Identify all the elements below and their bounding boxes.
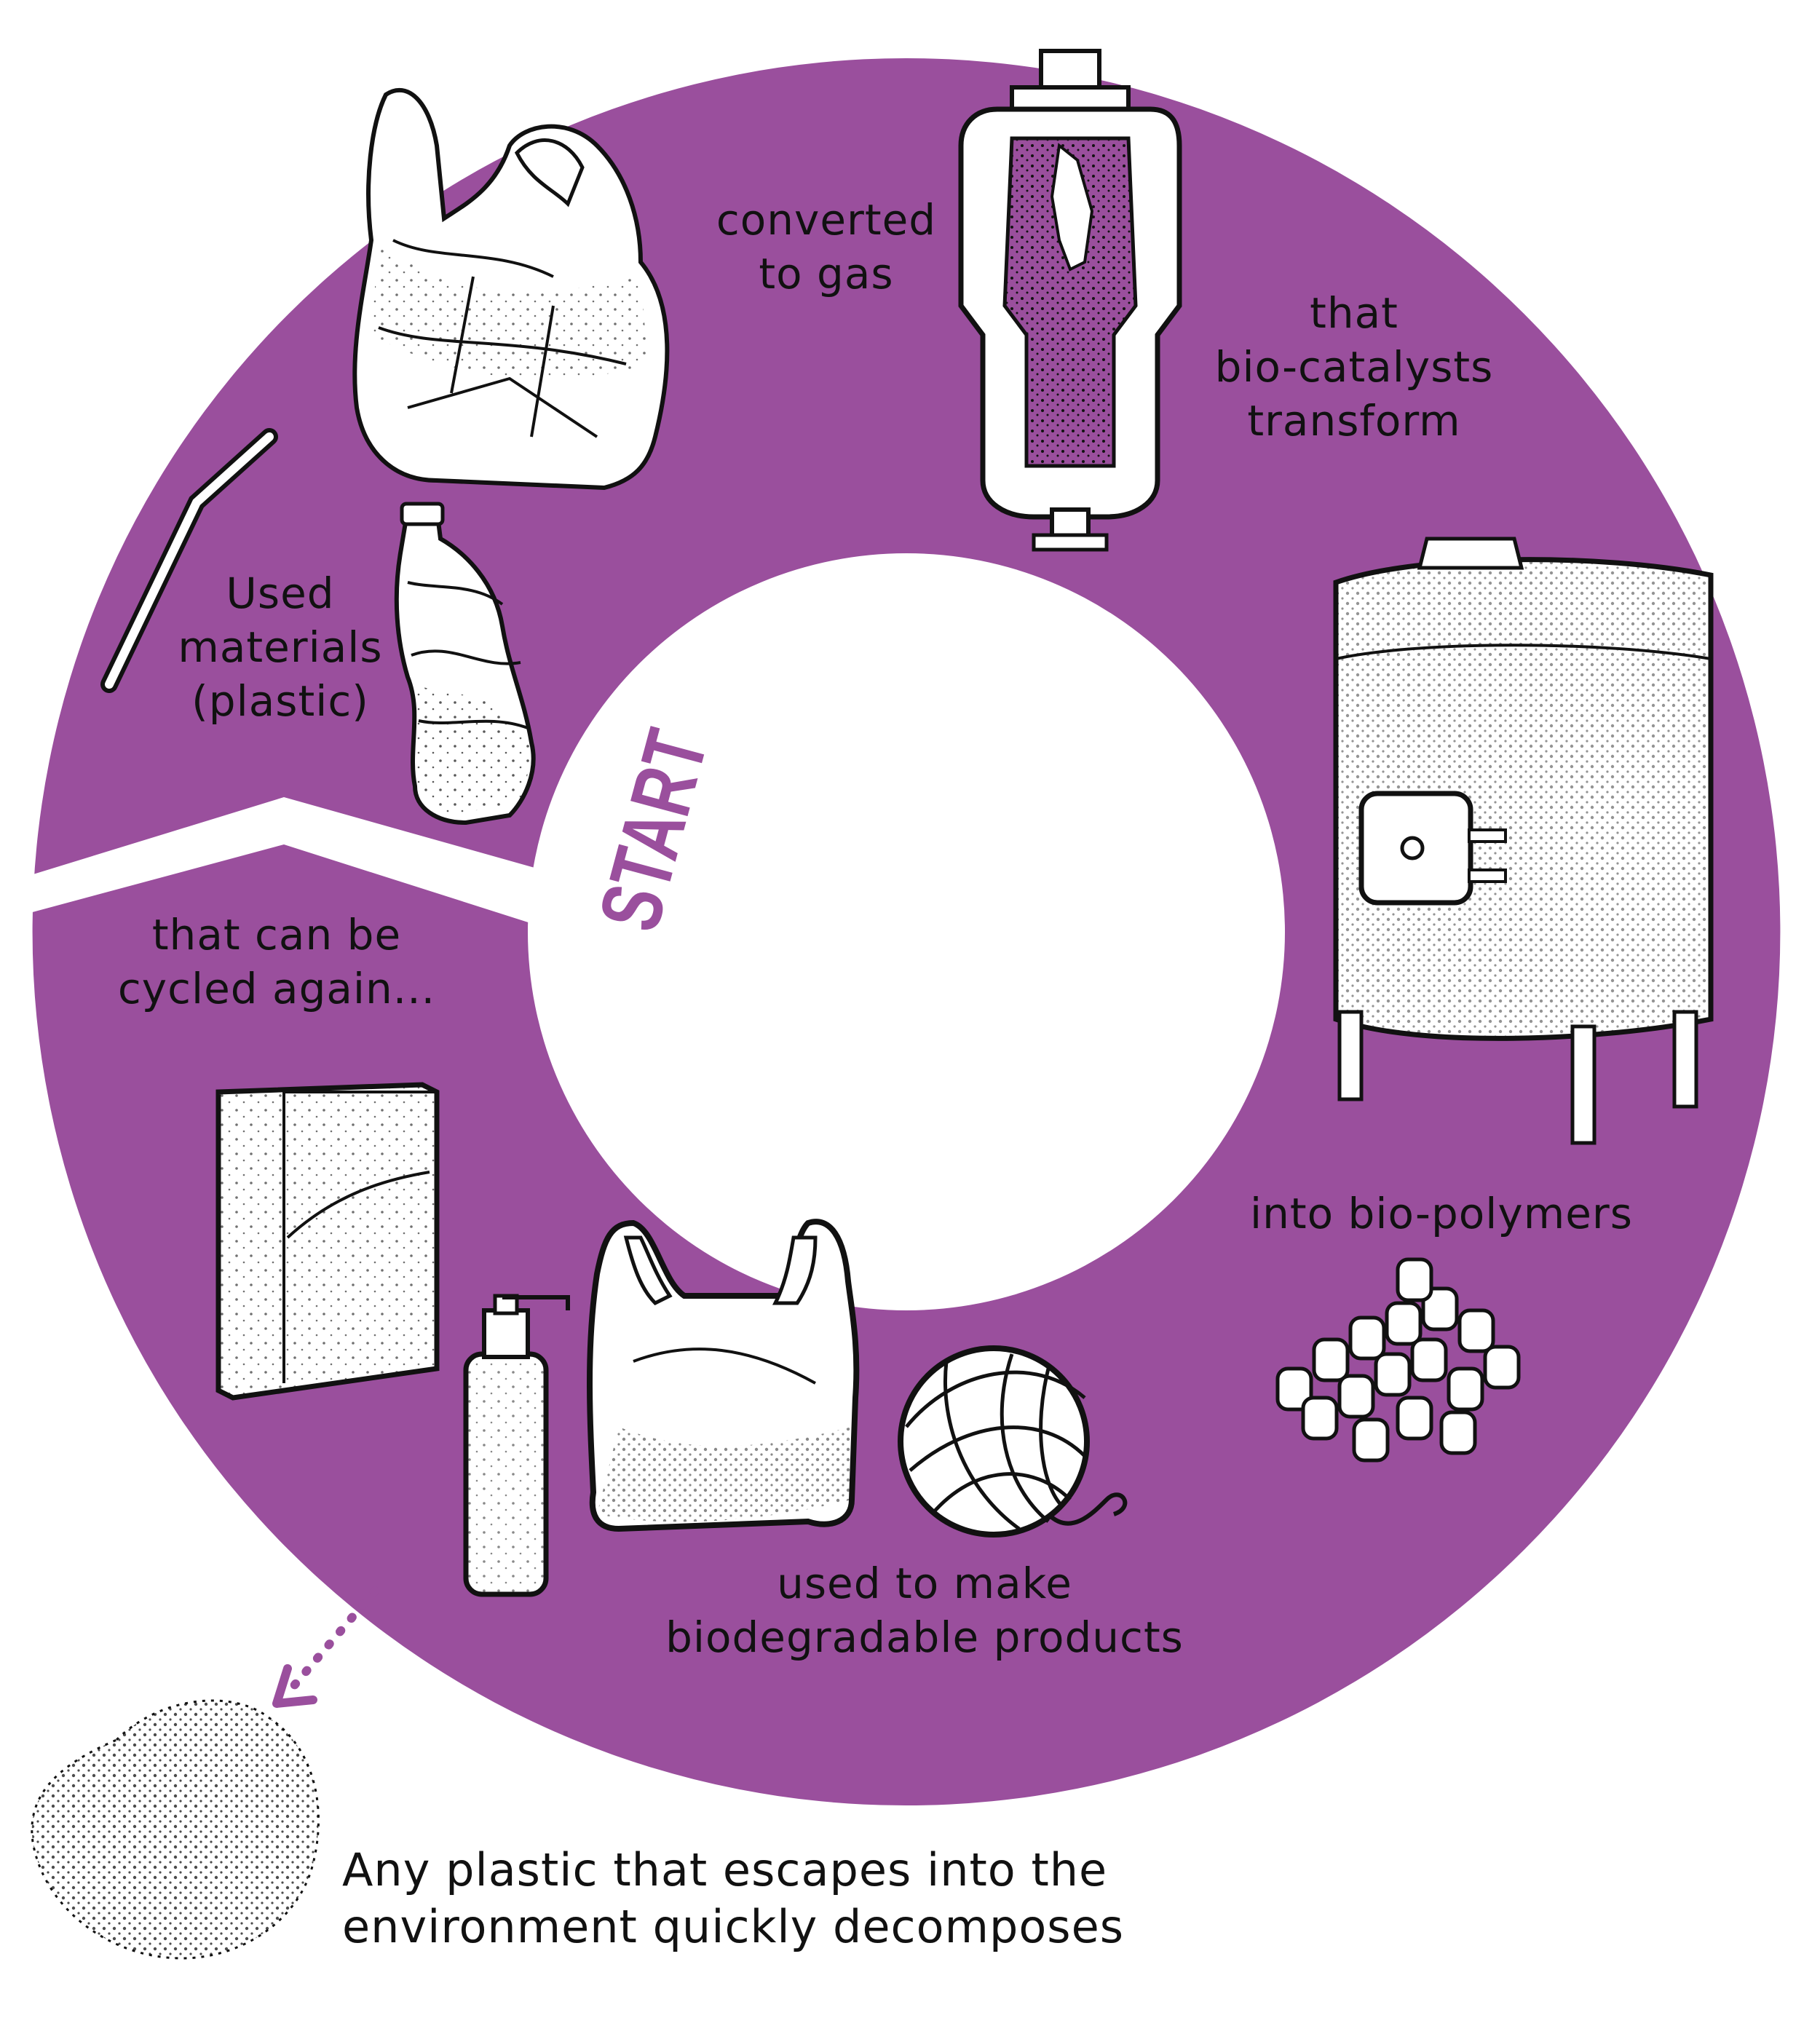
gasifier-reactor-icon — [958, 49, 1182, 552]
pump-bottle-icon — [463, 1294, 570, 1597]
step-label-bio-polymers: into bio-polymers — [1187, 1187, 1696, 1240]
start-divider — [0, 797, 568, 925]
step-label-line: converted — [716, 195, 937, 245]
step-label-used-materials: Used materials (plastic) — [146, 566, 415, 728]
step-label-line: that — [1310, 288, 1398, 338]
decomposing-clump-icon — [31, 1699, 320, 1960]
plastic-bag-icon — [352, 88, 670, 491]
fermentation-tank-icon — [1333, 537, 1714, 1145]
step-label-line: (plastic) — [191, 676, 369, 726]
step-label-line: transform — [1247, 396, 1461, 446]
step-label-biodegradable-products: used to make biodegradable products — [597, 1556, 1252, 1664]
decomposition-note: Any plastic that escapes into the enviro… — [342, 1842, 1216, 1955]
yarn-ball-icon — [898, 1345, 1128, 1538]
step-label-line: into bio-polymers — [1250, 1189, 1633, 1238]
bottle-icon — [394, 502, 536, 826]
step-label-line: biodegradable products — [665, 1613, 1184, 1662]
step-label-converted-to-gas: converted to gas — [655, 193, 997, 301]
dotted-arrow-icon — [272, 1586, 379, 1708]
carton-box-icon — [215, 1082, 440, 1401]
shopping-bag-icon — [587, 1219, 860, 1532]
step-label-line: that can be — [151, 910, 402, 959]
step-label-line: to gas — [759, 249, 894, 298]
step-label-line: Used — [226, 569, 335, 618]
step-label-cycled-again: that can be cycled again... — [87, 908, 466, 1016]
step-label-line: bio-catalysts — [1214, 342, 1494, 392]
note-line: Any plastic that escapes into the — [342, 1843, 1108, 1896]
straw-icon — [100, 428, 278, 693]
step-label-line: materials — [178, 622, 383, 672]
note-line: environment quickly decomposes — [342, 1900, 1125, 1953]
step-label-line: used to make — [777, 1559, 1072, 1608]
step-label-bio-catalysts: that bio-catalysts transform — [1150, 286, 1558, 448]
step-label-line: cycled again... — [117, 964, 436, 1013]
pellets-icon — [1275, 1257, 1521, 1463]
